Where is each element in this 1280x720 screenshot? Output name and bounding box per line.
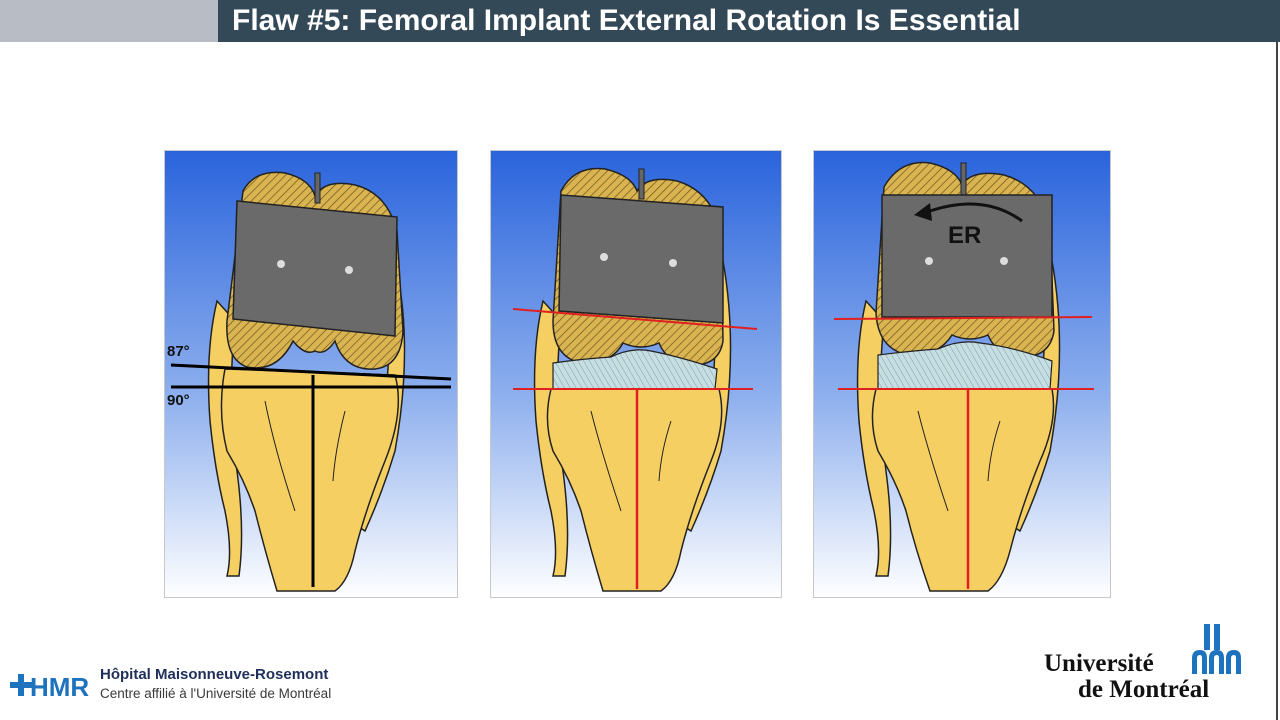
udem-mark-icon	[1192, 624, 1241, 674]
tibia-shape	[220, 368, 400, 592]
hmr-logo: HMR Hôpital Maisonneuve-Rosemont Centre …	[10, 664, 350, 708]
universite-de-montreal-logo: Université de Montréal	[1040, 620, 1250, 710]
tibia-contour-line	[590, 410, 622, 512]
university-name-line1: Université	[1044, 650, 1154, 677]
block-pin-hole	[1000, 257, 1008, 265]
rotation-arrow	[929, 202, 1023, 223]
tibia-contour-line	[917, 410, 949, 512]
tibia-contour-line	[658, 420, 672, 482]
tibia-contour-line	[332, 410, 346, 482]
university-name-line2: de Montréal	[1078, 676, 1210, 703]
hospital-subtitle: Centre affilié à l'Université de Montréa…	[100, 686, 332, 701]
cutting-block	[558, 194, 724, 324]
tibia-contour-line	[264, 400, 296, 512]
cutting-block	[232, 200, 398, 337]
knee-diagram-2	[491, 151, 781, 597]
angle-label-90: 90°	[167, 392, 190, 409]
hmr-mark-icon: HMR	[10, 672, 89, 702]
slide-title: Flaw #5: Femoral Implant External Rotati…	[232, 4, 1021, 37]
knee-diagram-3: ER	[814, 151, 1110, 597]
title-bar-accent	[0, 0, 218, 42]
alignment-rod	[638, 168, 645, 200]
diagram-panel-1: 87° 90°	[164, 150, 458, 598]
angle-line-87	[170, 363, 452, 381]
knee-diagram-1: 87° 90°	[165, 151, 457, 597]
block-pin-hole	[925, 257, 933, 265]
femoral-cut-line	[833, 316, 1093, 320]
block-pin-hole	[345, 266, 353, 274]
tibia-contour-line	[987, 420, 1001, 482]
tibial-insert	[552, 349, 718, 390]
block-pin-hole	[669, 259, 677, 267]
hospital-name: Hôpital Maisonneuve-Rosemont	[100, 666, 329, 683]
alignment-rod	[960, 162, 967, 198]
block-pin-hole	[600, 253, 608, 261]
diagram-panel-2	[490, 150, 782, 598]
block-pin-hole	[277, 260, 285, 268]
rotation-arrowhead-icon	[914, 203, 932, 221]
tibial-insert	[877, 341, 1053, 390]
diagram-panel-3: ER	[813, 150, 1111, 598]
right-border-line	[1276, 42, 1278, 720]
er-label: ER	[948, 222, 981, 249]
cutting-block	[881, 194, 1053, 318]
alignment-rod	[314, 172, 321, 204]
title-bar: Flaw #5: Femoral Implant External Rotati…	[218, 0, 1280, 42]
tibia-shape	[871, 388, 1055, 592]
femoral-cut-line	[512, 308, 758, 330]
angle-label-87: 87°	[167, 343, 190, 360]
svg-text:HMR: HMR	[30, 672, 89, 702]
tibia-shape	[546, 388, 723, 592]
